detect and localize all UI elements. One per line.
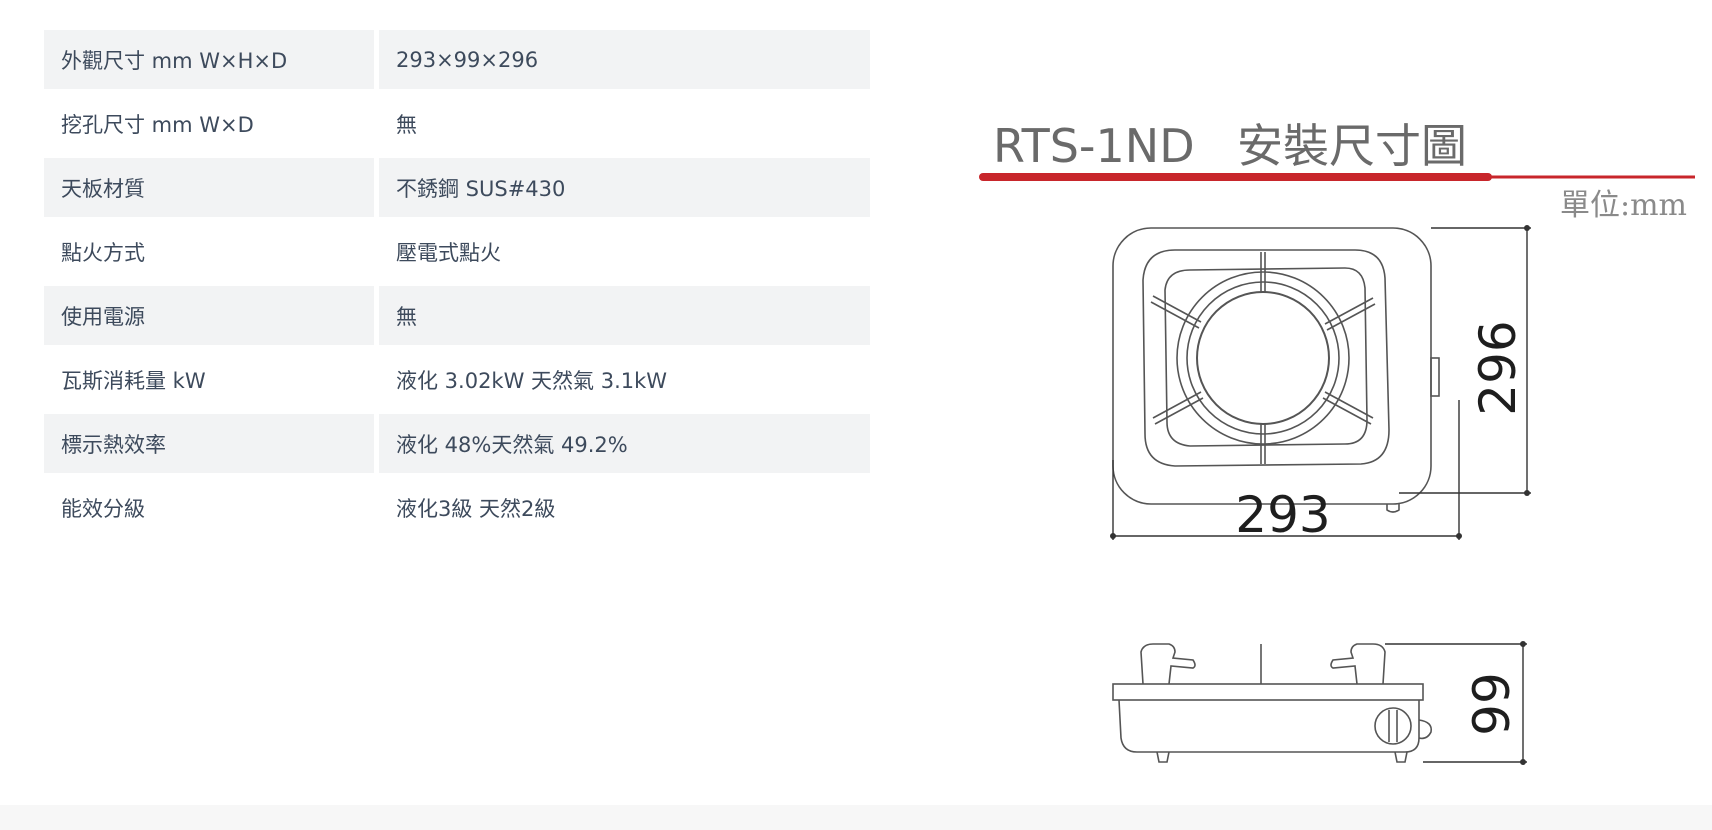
spec-label: 使用電源 [44, 286, 374, 345]
spec-value: 液化 48%天然氣 49.2% [379, 414, 870, 473]
dim-dot [1456, 533, 1462, 539]
spec-label: 能效分級 [61, 496, 145, 521]
diagram-title: 安裝尺寸圖 [1237, 119, 1467, 173]
spec-row: 天板材質 不銹鋼 SUS#430 [44, 158, 870, 217]
spec-row: 挖孔尺寸 mm W×D 無 [44, 94, 870, 153]
spec-row: 外觀尺寸 mm W×H×D 293×99×296 [44, 30, 870, 89]
tray-outer [1142, 249, 1390, 467]
support-arm [1322, 397, 1372, 425]
spec-label: 標示熱效率 [44, 414, 374, 473]
spec-value: 不銹鋼 SUS#430 [379, 158, 870, 217]
pan-support-right [1330, 643, 1386, 685]
spec-row: 使用電源 無 [44, 286, 870, 345]
burner-ring-middle [1186, 281, 1340, 435]
spec-label: 挖孔尺寸 mm W×D [61, 112, 254, 137]
spec-value: 液化3級 天然2級 [396, 496, 556, 521]
burner-ring-inner [1196, 291, 1330, 425]
spec-row: 能效分級 液化3級 天然2級 [44, 478, 870, 537]
top-plate [1112, 683, 1424, 701]
spec-value: 293×99×296 [379, 30, 870, 89]
spec-row: 標示熱效率 液化 48%天然氣 49.2% [44, 414, 870, 473]
dim-endpoints [1110, 225, 1530, 539]
support-arm [1154, 397, 1204, 425]
diagram-svg: RTS-1ND 安裝尺寸圖 單位:mm [979, 119, 1695, 765]
installation-diagram: RTS-1ND 安裝尺寸圖 單位:mm [975, 100, 1695, 790]
pan-support-left [1140, 643, 1196, 685]
support-arm [1150, 301, 1200, 329]
spec-row: 點火方式 壓電式點火 [44, 222, 870, 281]
stove-body [1118, 699, 1420, 753]
knob-bump [1430, 357, 1440, 397]
support-arm [1152, 391, 1202, 419]
side-dim-endpoints [1520, 641, 1526, 765]
bottom-band [0, 805, 1712, 830]
support-arm [1152, 295, 1202, 323]
spec-value: 無 [379, 286, 870, 345]
spec-table: 外觀尺寸 mm W×H×D 293×99×296 挖孔尺寸 mm W×D 無 天… [44, 30, 870, 542]
knob-cap [1418, 719, 1433, 740]
dim-dot [1110, 533, 1116, 539]
tray-inner [1164, 267, 1368, 447]
burner-ring-outer [1176, 271, 1350, 445]
width-label: 293 [1235, 486, 1330, 544]
diagram-model: RTS-1ND [993, 119, 1195, 173]
top-view [1112, 227, 1440, 513]
dim-dot [1524, 490, 1530, 496]
depth-label: 296 [1469, 320, 1527, 415]
spec-label: 外觀尺寸 mm W×H×D [44, 30, 374, 89]
top-dimensions [1112, 227, 1531, 540]
unit-label: 單位:mm [1560, 188, 1687, 223]
spec-label: 瓦斯消耗量 kW [61, 368, 206, 393]
support-arm [1324, 297, 1374, 325]
height-label: 99 [1463, 672, 1521, 736]
spec-label: 天板材質 [44, 158, 374, 217]
side-dimensions [1385, 643, 1527, 763]
spec-value: 無 [396, 112, 417, 137]
stove-foot [1156, 751, 1170, 763]
spec-value: 液化 3.02kW 天然氣 3.1kW [396, 368, 668, 393]
control-knob [1374, 707, 1412, 745]
dim-dot [1520, 759, 1526, 765]
spec-label: 點火方式 [61, 240, 145, 265]
dim-dot [1520, 641, 1526, 647]
support-arm [1324, 391, 1374, 419]
spec-value: 壓電式點火 [396, 240, 501, 265]
side-view [1112, 643, 1433, 763]
stove-foot [1394, 751, 1408, 763]
dim-dot [1524, 225, 1530, 231]
support-arm [1326, 303, 1376, 331]
spec-row: 瓦斯消耗量 kW 液化 3.02kW 天然氣 3.1kW [44, 350, 870, 409]
ignition-nub [1386, 504, 1400, 513]
